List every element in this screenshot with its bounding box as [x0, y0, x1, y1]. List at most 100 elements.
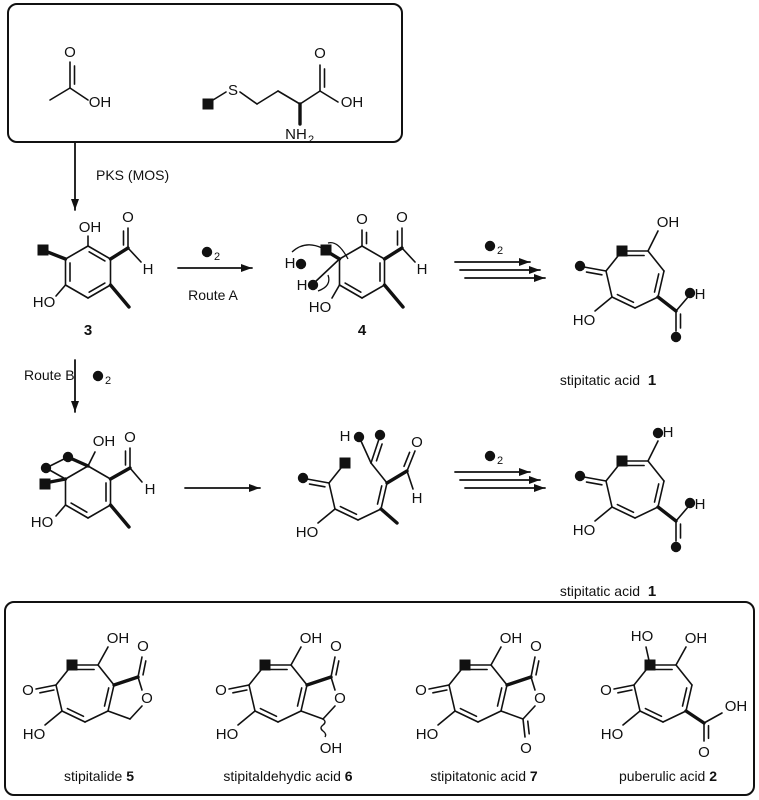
bond [647, 250, 665, 272]
atom-HO: HO [31, 514, 54, 531]
bond [69, 87, 89, 101]
bond [319, 90, 339, 103]
bond [254, 710, 279, 723]
isotope-label-square-icon [339, 457, 351, 469]
compound-number: 1 [648, 372, 656, 389]
bond [611, 506, 636, 519]
compound-number: 5 [126, 768, 134, 784]
bond [370, 462, 388, 484]
atom-HO: HO [296, 524, 319, 541]
multistep-arrow-head-icon [534, 274, 545, 282]
bond [530, 656, 536, 678]
bond [370, 438, 380, 464]
bond [647, 440, 659, 462]
atom-HO: HO [631, 628, 654, 645]
bond [675, 506, 689, 522]
bond [256, 90, 279, 105]
double-bond [39, 689, 55, 694]
double-bond [616, 503, 635, 514]
atom-OH: OH [657, 214, 680, 231]
atom-OH: OH [89, 94, 112, 111]
bond [330, 656, 336, 678]
bond [228, 684, 250, 690]
bond [500, 710, 524, 720]
isotope-label-dot-icon [684, 287, 696, 299]
atom-NH2-subscript: 2 [308, 134, 314, 146]
bond [248, 684, 256, 712]
bond [107, 710, 131, 720]
atom-NH: NH [285, 126, 307, 143]
pks-label: PKS (MOS) [96, 167, 169, 183]
atom-H: H [285, 255, 296, 272]
atom-HO: HO [573, 522, 596, 539]
bond [657, 270, 665, 298]
double-bond [585, 481, 603, 486]
bond [530, 676, 536, 691]
atom-O: O [396, 209, 408, 226]
bond [212, 91, 227, 101]
bond [290, 646, 302, 666]
atom-OH: OH [300, 630, 323, 647]
multistep-arrow-head-icon [529, 266, 540, 274]
bond [645, 646, 651, 666]
isotope-label-dot-icon [484, 240, 496, 252]
bond [84, 710, 109, 723]
isotope-label-square-icon [66, 659, 78, 671]
bond [299, 90, 321, 105]
double-bond [616, 293, 635, 304]
bold-bond [108, 246, 130, 261]
route-a-arrow-head-icon [241, 264, 252, 272]
double-bond [339, 505, 358, 516]
double-bond [653, 273, 660, 293]
compound-name: stipitatic acid [560, 583, 640, 599]
bond [44, 710, 63, 726]
bond [675, 664, 693, 686]
atom-O-ring: O [534, 690, 546, 707]
atom-O: O [356, 211, 368, 228]
pks-arrow-head-icon [71, 199, 79, 210]
compound-name: puberulic acid [619, 768, 705, 784]
bond [685, 684, 693, 712]
bond [300, 710, 324, 720]
compound-number: 1 [648, 583, 656, 600]
bond [107, 684, 115, 712]
atom-OH: OH [500, 630, 523, 647]
bond [137, 656, 143, 678]
bold-bond [382, 283, 405, 309]
multistep-arrow-head-icon [529, 476, 540, 484]
compound-name: stipitatonic acid [430, 768, 526, 784]
bond [237, 710, 256, 726]
atom-O: O [124, 429, 136, 446]
compound-name: stipitatic acid [560, 372, 640, 388]
bond [129, 705, 143, 720]
isotope-label-square-icon [259, 659, 271, 671]
bold-bond [382, 246, 404, 261]
bond [406, 450, 416, 472]
atom-O: O [137, 638, 149, 655]
double-bond [70, 502, 88, 513]
bond [328, 482, 336, 510]
bond [605, 270, 613, 298]
double-bond [681, 687, 688, 707]
atom-O: O [415, 682, 427, 699]
bond [55, 284, 67, 297]
bond [137, 676, 143, 691]
bond [662, 710, 687, 723]
bond [300, 684, 308, 712]
double-bond [88, 251, 106, 262]
atom-H: H [143, 261, 154, 278]
double-bond [403, 451, 411, 468]
bond [594, 506, 613, 522]
starting-materials-box [7, 3, 403, 143]
isotope-label-dot-icon [374, 429, 386, 441]
o2-subscript: 2 [497, 455, 503, 467]
bond [406, 470, 414, 490]
bond [437, 710, 456, 726]
bond [357, 508, 382, 521]
double-bond [88, 282, 106, 293]
isotope-label-dot-icon [652, 427, 664, 439]
bond [64, 465, 89, 480]
bond [277, 710, 302, 723]
route-b-label: Route B [24, 367, 75, 383]
